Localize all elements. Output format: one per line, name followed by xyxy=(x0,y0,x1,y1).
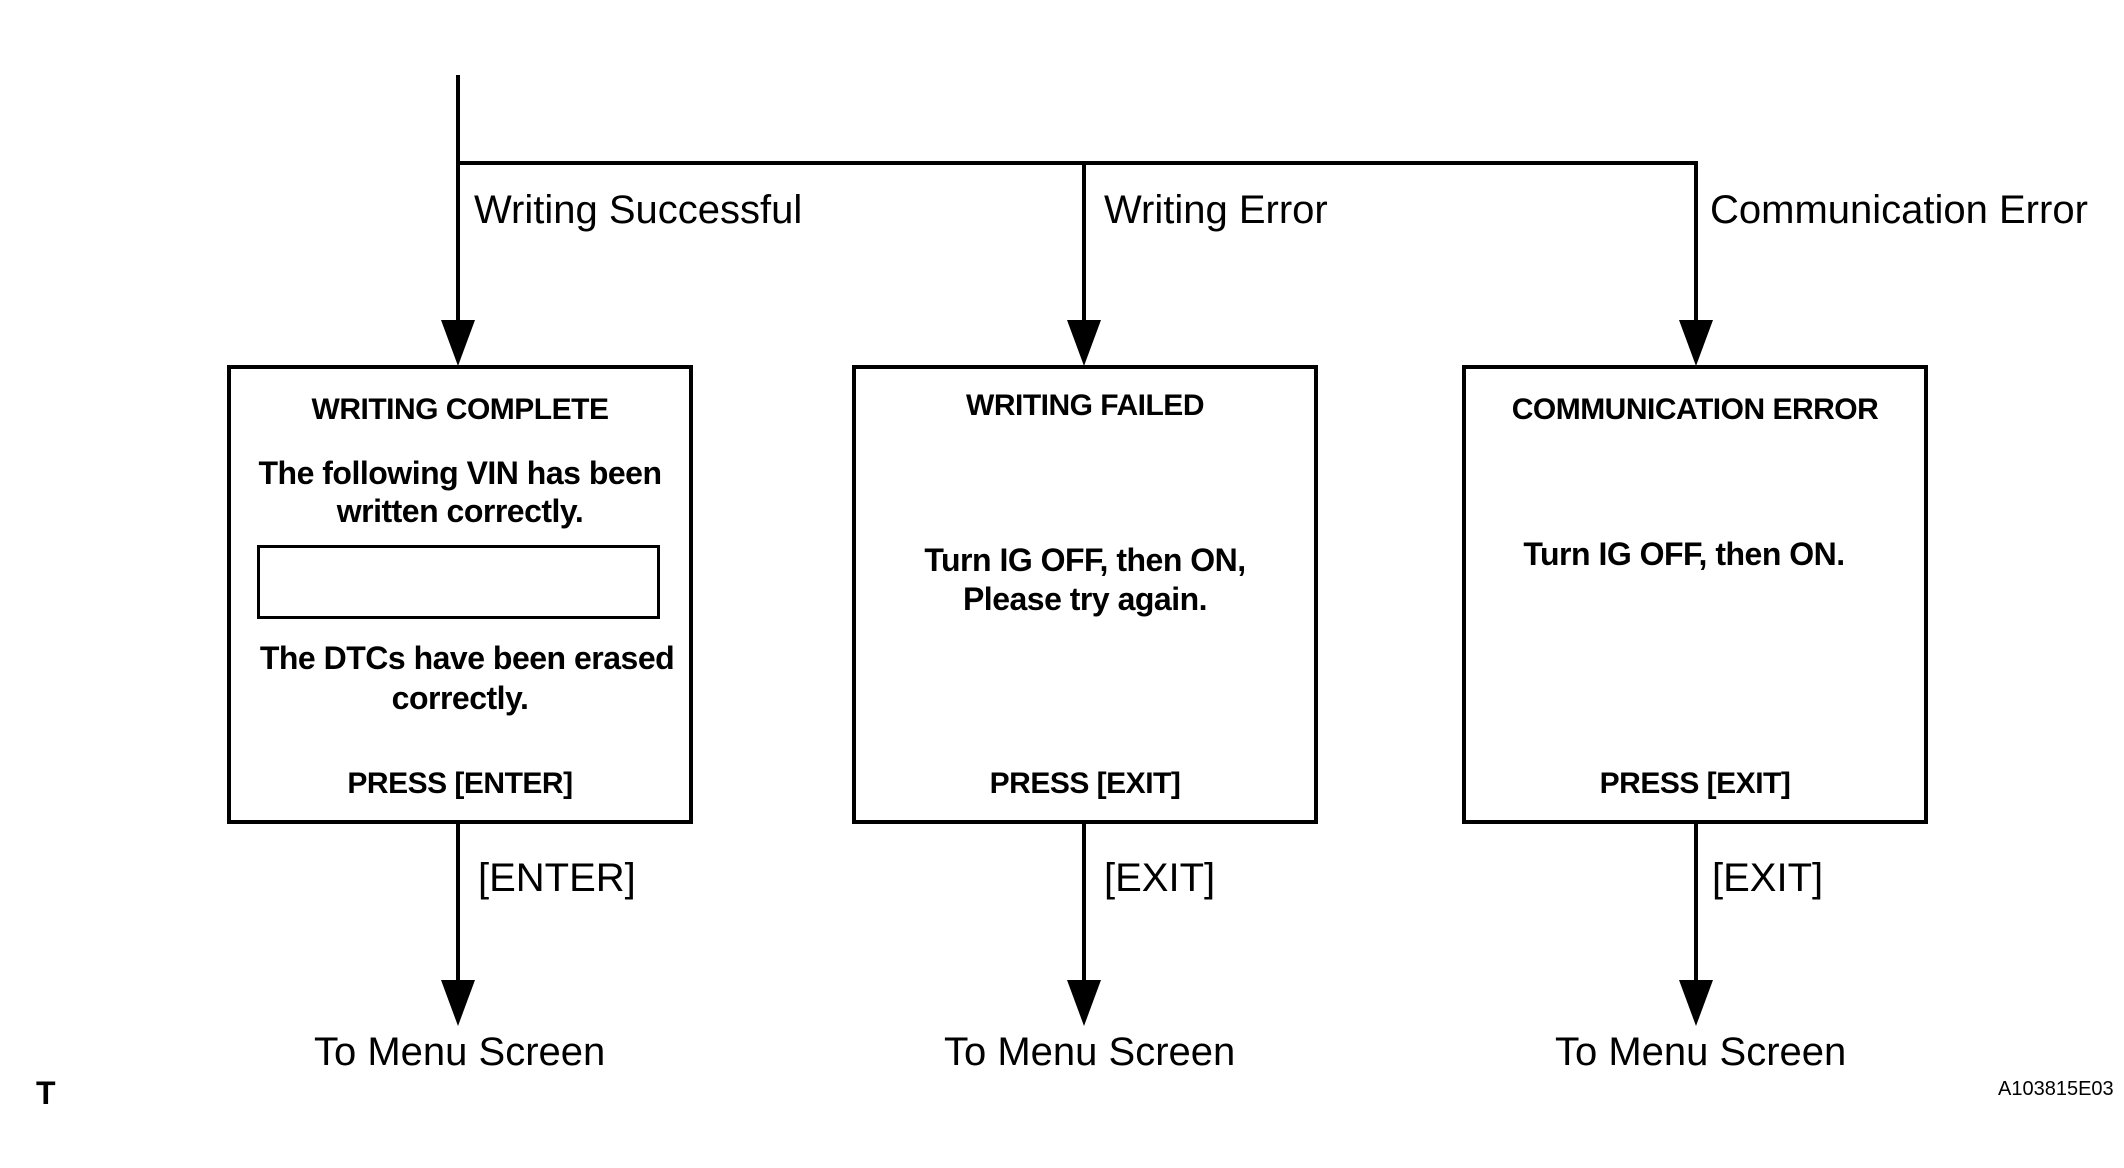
dtc-erased-message-line2: correctly. xyxy=(391,680,529,716)
arrowhead-success xyxy=(441,320,475,366)
vin-written-message-line1: The following VIN has been xyxy=(258,455,662,491)
arrowhead-comm-error xyxy=(1679,320,1713,366)
turn-ig-off-on-message: Turn IG OFF, then ON, xyxy=(924,542,1246,578)
press-enter-instruction: PRESS [ENTER] xyxy=(347,767,573,800)
exit-key-label: [EXIT] xyxy=(1104,856,1216,900)
exit-key-label: [EXIT] xyxy=(1712,856,1824,900)
figure-code: A103815E03 xyxy=(1998,1078,2114,1100)
arrowhead-exit-failed xyxy=(1067,980,1101,1026)
arrowhead-exit-comm xyxy=(1679,980,1713,1026)
press-exit-instruction: PRESS [EXIT] xyxy=(989,767,1181,800)
try-again-message: Please try again. xyxy=(962,581,1208,617)
branch-label-communication-error: Communication Error xyxy=(1710,188,2088,232)
corner-mark: T xyxy=(36,1075,56,1111)
vin-written-message-line2: written correctly. xyxy=(336,493,584,529)
to-menu-screen-label: To Menu Screen xyxy=(314,1030,606,1074)
communication-error-screen: COMMUNICATION ERROR Turn IG OFF, then ON… xyxy=(1462,365,1928,824)
writing-complete-screen: WRITING COMPLETE The following VIN has b… xyxy=(227,365,693,824)
dtc-erased-message-line1: The DTCs have been erased xyxy=(259,640,675,676)
to-menu-screen-label: To Menu Screen xyxy=(944,1030,1236,1074)
branch-label-writing-error: Writing Error xyxy=(1104,188,1328,232)
vin-display-field xyxy=(257,545,660,619)
press-exit-instruction: PRESS [EXIT] xyxy=(1599,767,1791,800)
writing-complete-title: WRITING COMPLETE xyxy=(311,393,609,426)
writing-failed-screen: WRITING FAILED Turn IG OFF, then ON, Ple… xyxy=(852,365,1318,824)
branch-label-writing-successful: Writing Successful xyxy=(474,188,803,232)
arrowhead-writing-error xyxy=(1067,320,1101,366)
communication-error-title: COMMUNICATION ERROR xyxy=(1511,393,1879,426)
enter-key-label: [ENTER] xyxy=(478,856,636,900)
writing-failed-title: WRITING FAILED xyxy=(966,389,1204,422)
to-menu-screen-label: To Menu Screen xyxy=(1555,1030,1847,1074)
arrowhead-exit-complete xyxy=(441,980,475,1026)
turn-ig-off-on-message: Turn IG OFF, then ON. xyxy=(1523,536,1845,572)
